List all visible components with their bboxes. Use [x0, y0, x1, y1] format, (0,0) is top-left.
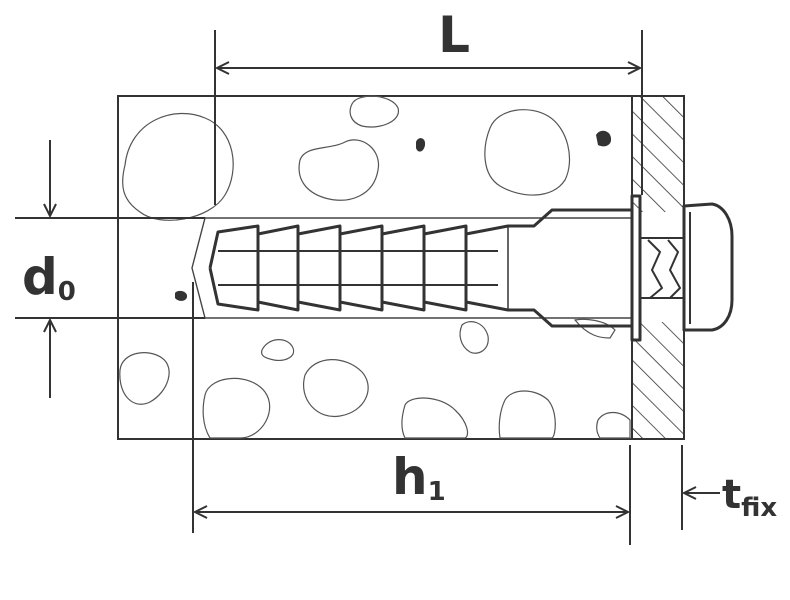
- label-depth: h1: [392, 448, 446, 507]
- concrete-block: [117, 95, 633, 440]
- dimension-diameter: [15, 140, 205, 398]
- aggregate-specks: [175, 130, 612, 301]
- label-length: L: [438, 6, 470, 64]
- label-diameter: d0: [22, 248, 76, 307]
- drill-hole: [191, 217, 632, 319]
- dimension-fixture-thickness: [681, 445, 720, 530]
- label-fixture-thickness: tfix: [722, 472, 777, 523]
- aggregate-stones: [119, 95, 631, 439]
- dimension-length: [214, 30, 643, 205]
- anchor-plug: [208, 194, 642, 342]
- screw-head: [639, 202, 734, 332]
- dimension-depth: [192, 282, 631, 545]
